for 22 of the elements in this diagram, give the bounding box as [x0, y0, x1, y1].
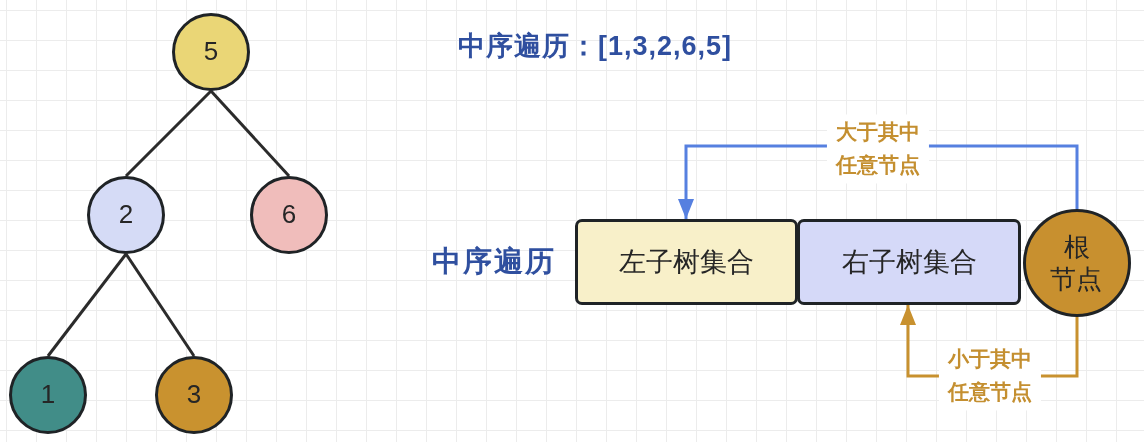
- tree-edge: [46, 253, 128, 357]
- edge-label: 大于其中任意节点: [826, 114, 930, 184]
- traversal-heading: 中序遍历：[1,3,2,6,5]: [458, 30, 733, 63]
- tree-edge: [124, 253, 196, 357]
- tree-node: [250, 176, 328, 254]
- row-label: 中序遍历: [432, 244, 556, 279]
- tree-edge: [209, 90, 291, 177]
- node-value: 1: [40, 379, 56, 411]
- tree-node: [87, 176, 165, 254]
- edge-label: 小于其中任意节点: [938, 341, 1042, 411]
- node-value: 3: [186, 379, 202, 411]
- tree-node: [172, 13, 250, 91]
- node-value: 6: [281, 199, 297, 231]
- node-value: 2: [118, 199, 134, 231]
- subtree-box: 右子树集合: [797, 219, 1021, 305]
- root-node-circle: [1023, 209, 1131, 317]
- node-value: 5: [203, 36, 219, 68]
- tree-node: [155, 356, 233, 434]
- tree-node: [9, 356, 87, 434]
- subtree-box: 左子树集合: [575, 219, 798, 305]
- node-label: 根节点: [1050, 230, 1104, 296]
- tree-edge: [124, 89, 213, 178]
